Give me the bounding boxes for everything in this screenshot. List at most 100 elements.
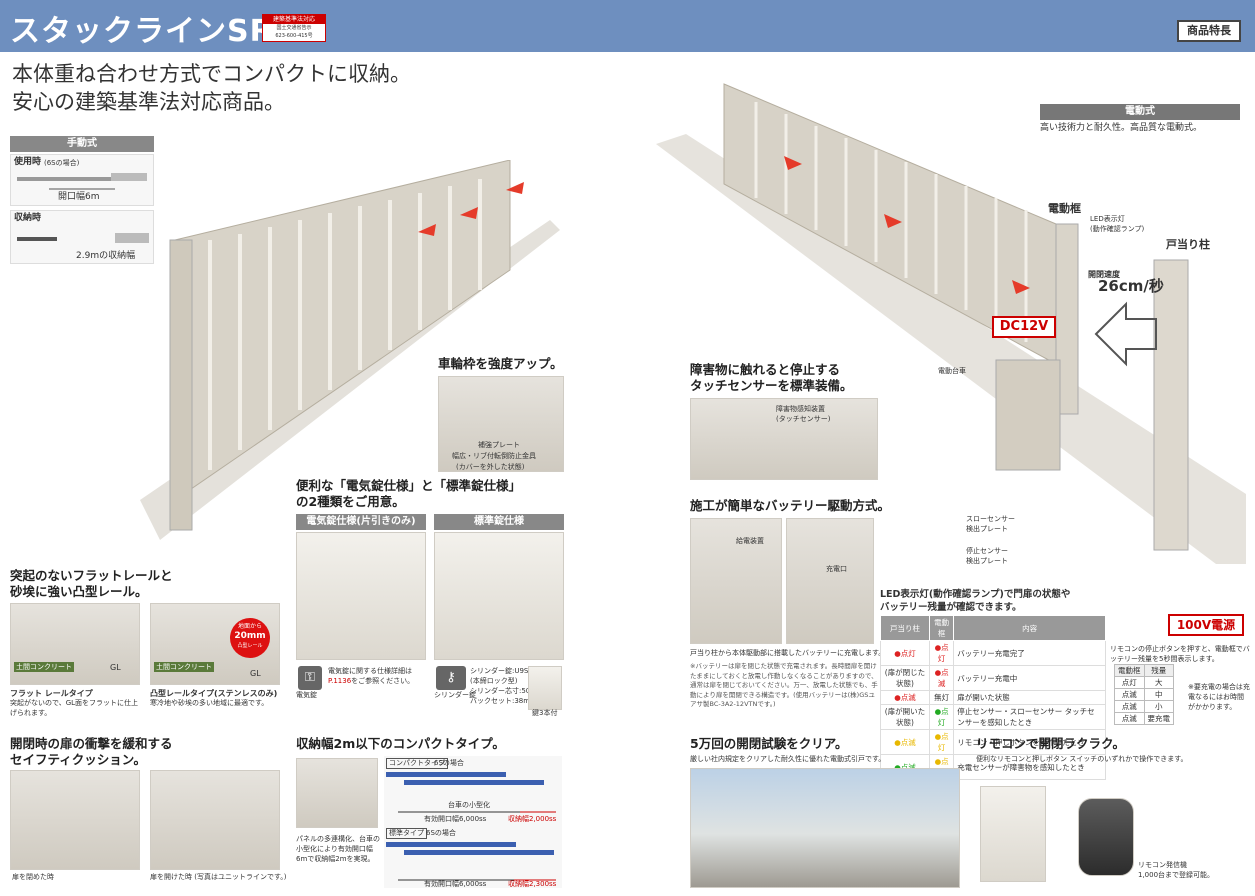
electric-lock-photo — [296, 532, 426, 660]
touch-callout: 障害物感知装置 (タッチセンサー) — [776, 405, 831, 423]
remote-transmitter-photo — [1078, 798, 1134, 876]
manual-gate-image — [130, 160, 570, 550]
page-title: スタックラインSR — [10, 14, 274, 49]
flat-rail-badge: 土間コンクリート — [14, 662, 74, 672]
arrow-3 — [506, 182, 524, 194]
small-cart-label: 台車の小型化 — [448, 801, 490, 809]
keys-photo — [528, 666, 562, 710]
speed-value: 26cm/秒 — [1098, 277, 1164, 295]
electric-lock-pill: 電気錠仕様(片引きのみ) — [296, 514, 426, 530]
battery-note: ※バッテリーは扉を閉じた状態で充電されます。長時間扉を開けたままにしておくと放電… — [690, 662, 878, 708]
compact-opening: 有効開口幅6,000ss — [424, 815, 487, 823]
opening-width: 開口幅6m — [58, 192, 100, 202]
cushion-open-photo — [150, 770, 280, 870]
manual-storage-diagram — [10, 210, 154, 264]
charge-callout: 充電口 — [826, 565, 847, 573]
arrow-1 — [418, 224, 436, 236]
wheel-photo — [438, 376, 564, 472]
cushion-closed-photo — [10, 770, 140, 870]
storage-label: 収納時 — [14, 213, 42, 223]
use-rail — [17, 177, 147, 181]
battery-supply-photo — [690, 518, 782, 644]
standard-lock-pill: 標準錠仕様 — [434, 514, 564, 530]
compact-desc: パネルの多連構化、台車の小型化により有効開口幅6mで収納幅2mを実現。 — [296, 835, 380, 863]
electric-subtitle: 高い技術力と耐久性。高品質な電動式。 — [1040, 123, 1203, 133]
electric-pill: 電動式 — [1040, 104, 1240, 120]
remote-heading: リモコンで開閉ラクラク。 — [976, 736, 1126, 751]
standard-opening: 有効開口幅6,000ss — [424, 880, 487, 888]
led-table-header: 戸当り柱 電動框 内容 — [880, 615, 1106, 641]
feature-tag: 商品特長 — [1177, 20, 1241, 42]
compact-type-case: 6Sの場合 — [434, 759, 464, 767]
cart-label: 電動台車 — [938, 367, 966, 375]
electric-gate-svg — [656, 83, 1246, 564]
touch-heading: 障害物に触れると停止する タッチセンサーを標準装備。 — [690, 362, 853, 393]
remote-desc: 便利なリモコンと押しボタン スイッチのいずれかで操作できます。 — [976, 755, 1188, 763]
battery-level-row: 点滅中 — [1114, 688, 1174, 701]
led-label: LED表示灯 (動作確認ランプ) — [1090, 215, 1145, 233]
led-table-title: LED表示灯(動作確認ランプ)で門扉の状態や バッテリー残量が確認できます。 — [880, 589, 1071, 613]
compact-diagram-svg — [386, 772, 556, 881]
headline: 本体重ね合わせ方式でコンパクトに収納。 安心の建築基準法対応商品。 — [12, 62, 411, 114]
keys-label: 鍵3本付 — [532, 709, 558, 717]
stop-post-label: 戸当り柱 — [1166, 238, 1210, 251]
wheel-callout-1: 補強プレート — [478, 441, 520, 449]
egate-stop-post — [1153, 259, 1189, 551]
battery-level-row: 点灯大 — [1114, 676, 1174, 689]
compact-storage: 収納幅2,000ss — [508, 815, 557, 823]
cylinder-lock-icon: ⚷ — [436, 666, 466, 690]
battery-caption: 戸当り柱から本体駆動部に搭載したバッテリーに充電します。 — [690, 649, 886, 657]
battery-level-note: リモコンの停止ボタンを押すと、電動框でバッテリー残量を5秒間表示します。 — [1110, 645, 1250, 663]
e-arrow-3 — [1012, 280, 1030, 294]
touch-sensor-photo — [690, 398, 878, 480]
speed-label: 開閉速度 — [1088, 270, 1120, 279]
test-desc: 厳しい社内規定をクリアした耐久性に優れた電動式引戸です。 — [690, 755, 886, 763]
battery-level-row: 点滅要充電 — [1114, 712, 1174, 725]
standard-type-case: 6Sの場合 — [426, 829, 456, 837]
e-arrow-1 — [784, 156, 802, 170]
flat-rail-title: フラット レールタイプ — [10, 689, 93, 698]
egate-bars — [754, 102, 1028, 342]
electric-lock-text: 電気錠に関する仕様詳細は P.1136をご参照ください。 — [328, 667, 415, 685]
egate-frame — [1055, 223, 1079, 415]
slow-sensor-label: スローセンサー 検出プレート — [966, 515, 1015, 533]
battery-heading: 施工が簡単なバッテリー駆動方式。 — [690, 498, 891, 513]
manual-pill: 手動式 — [10, 136, 154, 152]
wheel-callout-2: 幅広・リブ付転倒防止金具 — [452, 452, 536, 460]
cylinder-lock-icon-label: シリンダー錠 — [434, 691, 476, 699]
push-button-photo — [980, 786, 1046, 882]
convex-rail-badge: 土間コンクリート — [154, 662, 214, 672]
arrow-2 — [460, 207, 478, 219]
manual-use-diagram — [10, 154, 154, 206]
battery-side-note: ※要充電の場合は充電なるにはお時間がかかります。 — [1188, 683, 1250, 711]
standard-bar-2 — [404, 850, 554, 855]
standard-storage: 収納幅2,300ss — [508, 880, 557, 888]
flat-rail-text: 突起がないので、GL面をフラットに仕上げられます。 — [10, 699, 139, 717]
wheel-callout-3: (カバーを外した状態) — [456, 463, 525, 471]
compact-type-label: コンパクトタイプ — [386, 758, 448, 769]
rail-heading: 突起のないフラットレールと 砂埃に強い凸型レール。 — [10, 568, 173, 599]
use-panel — [111, 173, 147, 181]
lock-heading: 便利な「電気錠仕様」と「標準錠仕様」 の2種類をご用意。 — [296, 478, 522, 509]
test-heading: 5万回の開閉試験をクリア。 — [690, 736, 848, 751]
electric-lock-icon: ⚿ — [298, 666, 322, 690]
storage-panel — [115, 233, 149, 243]
header-bar: スタックラインSR 建築基準法対応 国土交通省告示 623-600-415号 商… — [0, 0, 1255, 52]
gate-bars — [208, 179, 482, 470]
storage-diagram-svg — [17, 233, 149, 243]
e-arrow-2 — [884, 214, 902, 228]
compact-bar-1 — [386, 772, 506, 777]
standard-bar-1 — [386, 842, 516, 847]
supply-callout: 給電装置 — [736, 537, 764, 545]
storage-rail — [17, 237, 57, 241]
manual-gate-svg — [140, 160, 560, 540]
compact-heading: 収納幅2m以下のコンパクトタイプ。 — [296, 736, 505, 751]
compact-diagram — [384, 756, 562, 888]
battery-charge-photo — [786, 518, 874, 644]
egate-ground — [656, 134, 1246, 564]
convex-rail-gl: GL — [250, 669, 261, 678]
rail-height-circle: 地面から 20mm 凸型レール — [230, 618, 270, 658]
battery-level-table: 電動框 残量 点灯大点滅中点滅小点滅要充電 — [1114, 664, 1174, 725]
use-label: 使用時 — [14, 157, 42, 167]
stop-sensor-label: 停止センサー 検出プレート — [966, 547, 1008, 565]
